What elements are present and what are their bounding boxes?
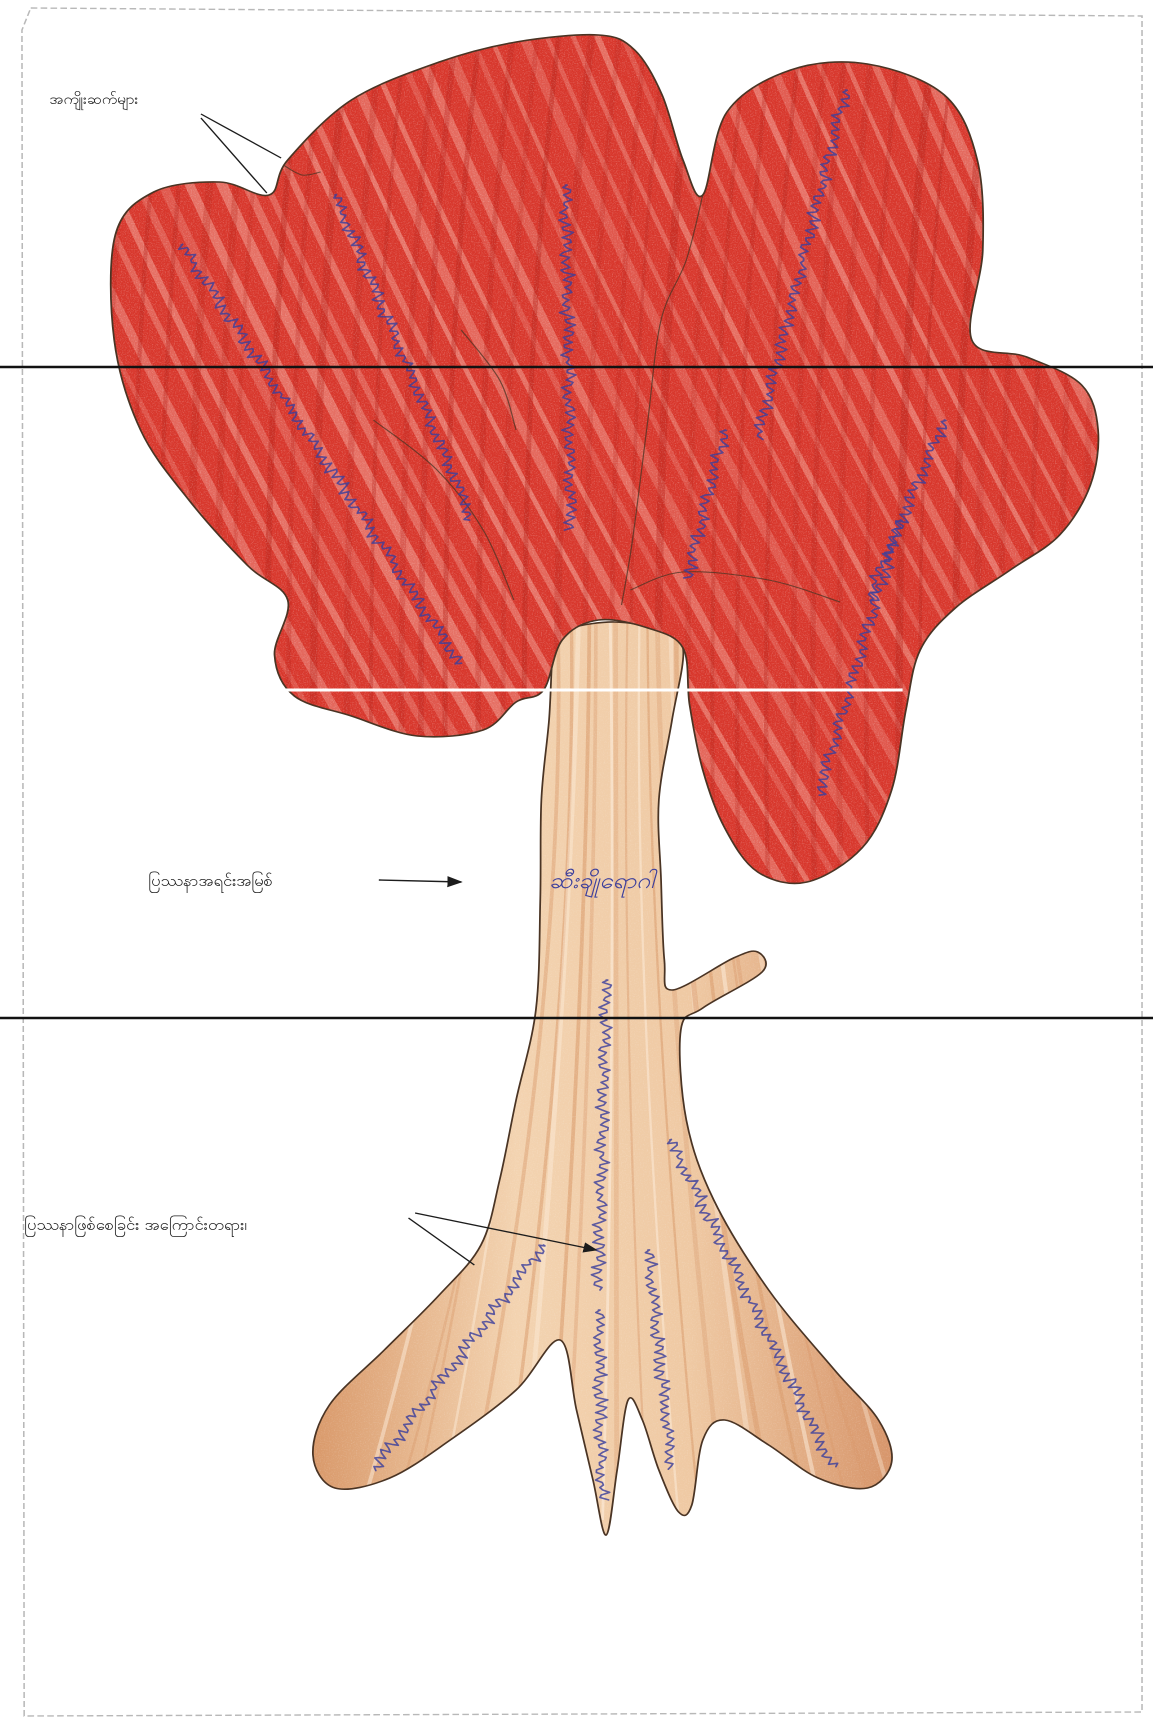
canopy-shade [101,30,136,900]
canopy-streak [1137,0,1153,900]
canopy-streak [0,0,56,900]
arrow-icon [379,880,461,882]
effects-label: အကျိုးဆက်များ [49,91,138,111]
canopy-shade [76,30,111,900]
causes-label: ပြဿနာဖြစ်စေခြင်း အကြောင်းတရား၊ [24,1216,247,1237]
canopy-shade [1105,30,1140,900]
core-problem-label: ပြဿနာအရင်းအမြစ် [148,872,273,893]
canopy-streak [0,0,28,900]
canopy-streak [0,0,108,900]
canopy-streak [0,0,130,900]
canopy-streak [1113,0,1153,900]
canopy-streak [0,0,79,900]
canopy-streak [0,0,157,900]
